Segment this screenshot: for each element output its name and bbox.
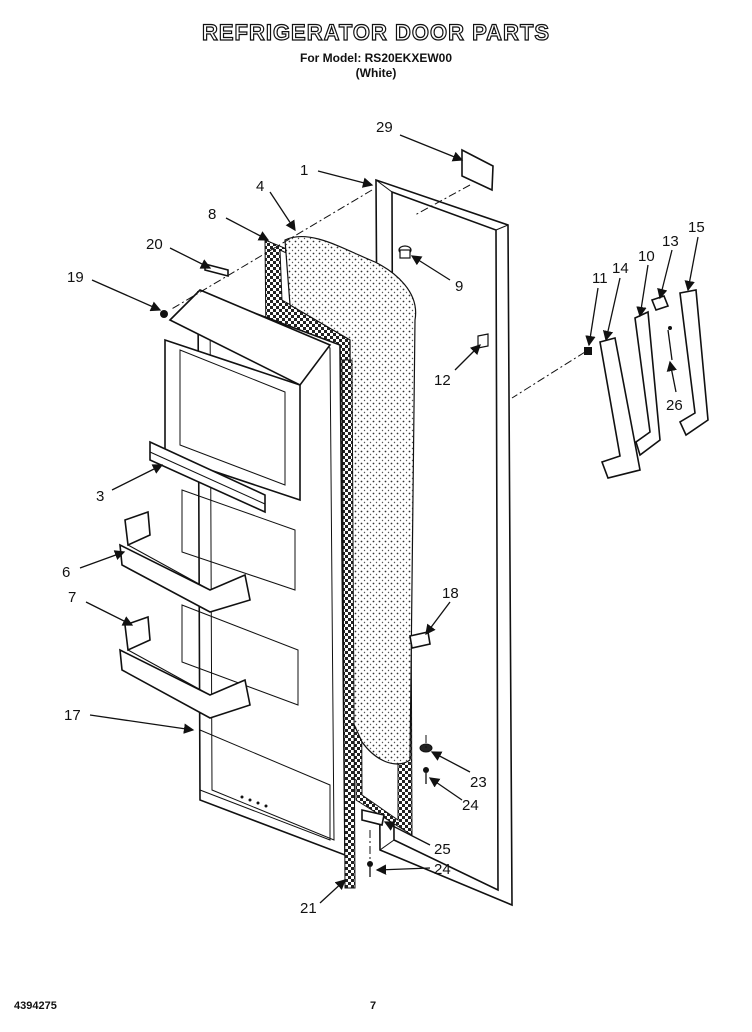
callout-13: 13 — [662, 233, 679, 250]
handle-part-26 — [667, 326, 673, 361]
callout-20: 20 — [146, 236, 163, 253]
door-bin-upper — [119, 510, 251, 613]
color-line: (White) — [355, 66, 397, 80]
callout-labels: 29 1 4 8 20 19 9 12 3 6 7 17 18 23 24 25… — [62, 119, 705, 917]
inner-door-liner — [164, 289, 346, 857]
foam-insulation — [284, 235, 417, 765]
bracket-18 — [409, 631, 431, 649]
handle-part-11 — [584, 347, 592, 355]
screw-24-lower — [367, 861, 373, 877]
callout-24-upper: 24 — [462, 797, 479, 814]
hinge-bushing — [398, 245, 412, 259]
document-number: 4394275 — [14, 1000, 57, 1012]
callout-19: 19 — [67, 269, 84, 286]
top-trim — [204, 262, 229, 278]
screw-24-upper — [423, 767, 429, 784]
door-bin-lower — [119, 615, 251, 719]
callout-11: 11 — [592, 270, 608, 287]
callout-10: 10 — [638, 248, 655, 265]
callout-4: 4 — [256, 178, 264, 195]
reference-lines — [169, 184, 586, 860]
handle-part-10 — [634, 310, 661, 457]
handle-part-13 — [650, 295, 670, 311]
callout-12: 12 — [434, 372, 451, 389]
callout-8: 8 — [208, 206, 216, 223]
top-cover — [461, 148, 494, 192]
callout-21: 21 — [300, 900, 317, 917]
page-number: 7 — [370, 1000, 377, 1012]
callout-6: 6 — [62, 564, 70, 581]
leader-arrows — [79, 134, 699, 904]
screw-19 — [160, 310, 168, 318]
page-title: REFRIGERATOR DOOR PARTS — [201, 19, 551, 45]
callout-15: 15 — [688, 219, 705, 236]
callout-24-lower: 24 — [434, 861, 451, 878]
handle-part-15 — [678, 289, 709, 437]
shelf-bar — [149, 440, 266, 514]
callout-9: 9 — [455, 278, 463, 295]
callout-3: 3 — [96, 488, 104, 505]
callout-29: 29 — [376, 119, 393, 136]
closer-25 — [361, 808, 385, 826]
callout-25: 25 — [434, 841, 451, 858]
trim-strip-21 — [341, 359, 356, 889]
callout-23: 23 — [470, 774, 487, 791]
callout-1: 1 — [300, 162, 308, 179]
model-line: For Model: RS20EKXEW00 — [299, 51, 453, 65]
callout-17: 17 — [64, 707, 81, 724]
callout-18: 18 — [442, 585, 459, 602]
vent-dots — [240, 795, 268, 808]
callout-26: 26 — [666, 397, 683, 414]
callout-14: 14 — [612, 260, 629, 277]
callout-7: 7 — [68, 589, 76, 606]
handle-part-14 — [599, 337, 641, 479]
